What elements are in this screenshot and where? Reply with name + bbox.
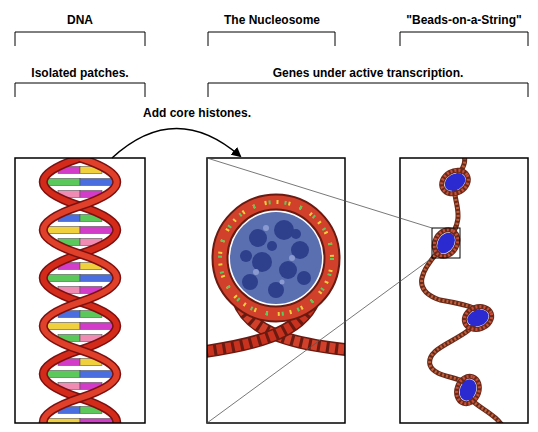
- heading-label: "Beads-on-a-String": [404, 13, 523, 27]
- dna-ring-bases: [220, 202, 332, 314]
- bracket: [400, 32, 528, 46]
- dna-ring: [220, 202, 332, 314]
- dna-strand: [43, 158, 117, 423]
- bracket: [208, 83, 528, 97]
- nucleosome: [207, 202, 345, 352]
- zoom-line: [207, 258, 432, 423]
- panel-frame: [400, 158, 528, 423]
- heading-label: The Nucleosome: [222, 13, 322, 27]
- nucleosome-bead: [429, 225, 462, 260]
- heading-label: Add core histones.: [141, 106, 253, 120]
- chromatin-string: [422, 158, 505, 423]
- dna-ring-bases: [220, 202, 332, 314]
- heading-label: DNA: [65, 13, 95, 27]
- histone-highlight: [253, 225, 295, 285]
- histone-core: [230, 212, 322, 304]
- heading-label: Genes under active transcription.: [271, 66, 466, 80]
- histone-texture: [240, 220, 311, 298]
- bracket: [15, 32, 145, 46]
- beads-on-string: [422, 158, 505, 423]
- bracket-group: [15, 32, 528, 97]
- dna-strand: [43, 158, 117, 423]
- dna-strand: [43, 158, 117, 423]
- zoom-lines: [207, 158, 432, 423]
- bracket: [208, 32, 335, 46]
- zoom-box: [432, 228, 460, 258]
- bracket: [15, 83, 145, 97]
- panel-frame: [207, 158, 345, 423]
- dna-ring: [220, 202, 332, 314]
- nucleosome-bead: [437, 165, 472, 198]
- zoom-line: [207, 158, 432, 228]
- curved-arrow: [112, 128, 240, 158]
- panel-frame: [15, 158, 145, 423]
- nucleosome-bead: [461, 303, 495, 333]
- heading-label: Isolated patches.: [29, 66, 130, 80]
- dna-helix: [43, 158, 117, 423]
- nucleosome-bead: [453, 373, 483, 407]
- dna-strand: [43, 158, 117, 423]
- chromatin-string: [422, 158, 505, 423]
